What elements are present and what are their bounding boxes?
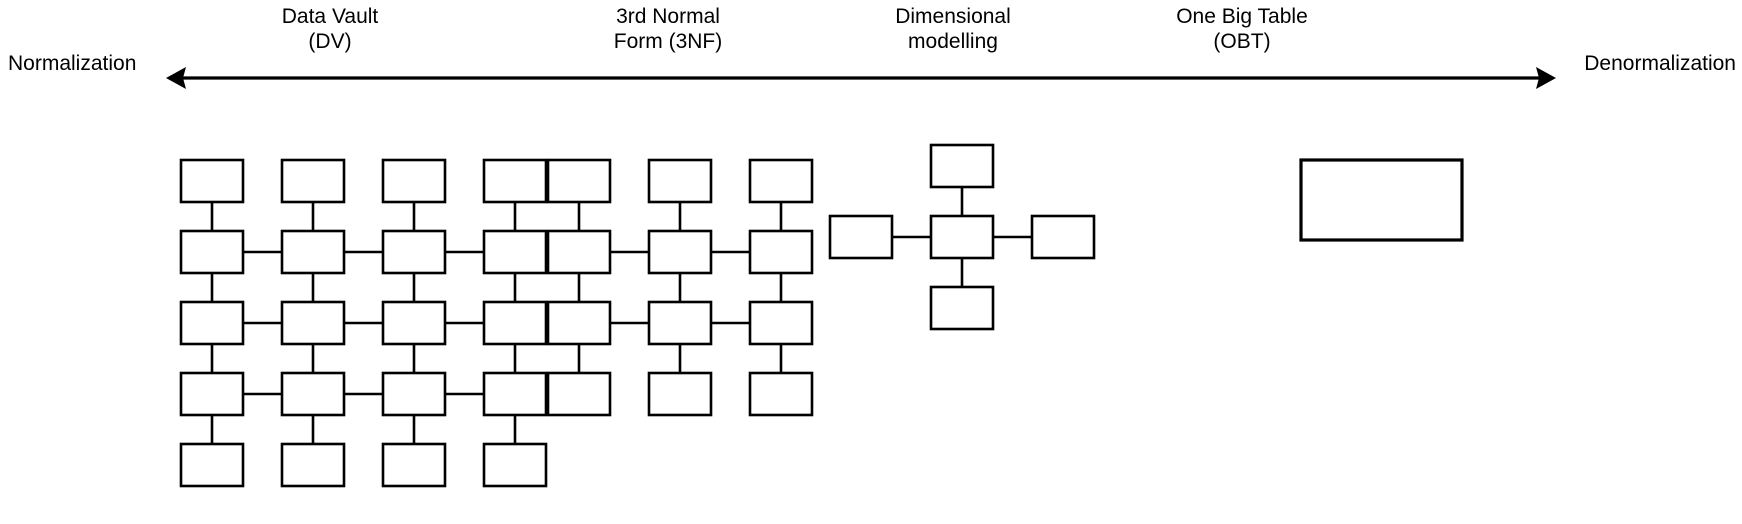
third-normal-form-table-box[interactable] — [748, 300, 814, 346]
third-normal-form-table-box[interactable] — [647, 300, 713, 346]
stage-title-dimensional-modelling: Dimensional modelling — [895, 5, 1011, 53]
third-normal-form-table-box[interactable] — [647, 371, 713, 417]
data-vault-table-box[interactable] — [280, 300, 346, 346]
data-vault-table-box[interactable] — [280, 229, 346, 275]
third-normal-form-table-box[interactable] — [546, 158, 612, 204]
data-vault-table-box[interactable] — [179, 229, 245, 275]
data-vault-table-box[interactable] — [280, 442, 346, 488]
third-normal-form-table-box[interactable] — [546, 229, 612, 275]
stage-title-third-normal-form: 3rd Normal Form (3NF) — [613, 5, 723, 53]
data-vault-table-box[interactable] — [179, 300, 245, 346]
data-vault-table-box[interactable] — [381, 158, 447, 204]
data-vault-table-box[interactable] — [381, 371, 447, 417]
arrow-right-head — [1536, 67, 1556, 89]
data-vault-table-box[interactable] — [482, 158, 548, 204]
dimensional-modelling-dimension-box[interactable] — [929, 143, 995, 189]
axis-label-normalization: Normalization — [8, 52, 137, 75]
data-vault-table-box[interactable] — [179, 442, 245, 488]
data-vault-table-box[interactable] — [482, 300, 548, 346]
data-vault-table-box[interactable] — [280, 371, 346, 417]
stage-title-data-vault: Data Vault (DV) — [281, 5, 379, 53]
data-vault-table-box[interactable] — [179, 158, 245, 204]
third-normal-form-table-box[interactable] — [748, 229, 814, 275]
data-vault-table-box[interactable] — [482, 371, 548, 417]
data-vault-table-box[interactable] — [179, 371, 245, 417]
arrow-left-head — [166, 67, 186, 89]
third-normal-form-table-box[interactable] — [748, 158, 814, 204]
third-normal-form-table-box[interactable] — [647, 158, 713, 204]
third-normal-form-table-box[interactable] — [748, 371, 814, 417]
axis-label-denormalization: Denormalization — [1584, 52, 1736, 75]
data-vault-table-box[interactable] — [482, 442, 548, 488]
dimensional-modelling-dimension-box[interactable] — [828, 214, 894, 260]
data-vault-table-box[interactable] — [381, 229, 447, 275]
data-vault-table-box[interactable] — [482, 229, 548, 275]
stage-title-one-big-table: One Big Table (OBT) — [1176, 5, 1308, 53]
data-vault-table-box[interactable] — [280, 158, 346, 204]
one-big-table-box[interactable] — [1299, 158, 1464, 242]
dimensional-modelling-fact-box[interactable] — [929, 214, 995, 260]
third-normal-form-table-box[interactable] — [546, 371, 612, 417]
dimensional-modelling-dimension-box[interactable] — [1030, 214, 1096, 260]
third-normal-form-table-box[interactable] — [647, 229, 713, 275]
dimensional-modelling-dimension-box[interactable] — [929, 285, 995, 331]
data-vault-table-box[interactable] — [381, 300, 447, 346]
data-vault-table-box[interactable] — [381, 442, 447, 488]
third-normal-form-table-box[interactable] — [546, 300, 612, 346]
